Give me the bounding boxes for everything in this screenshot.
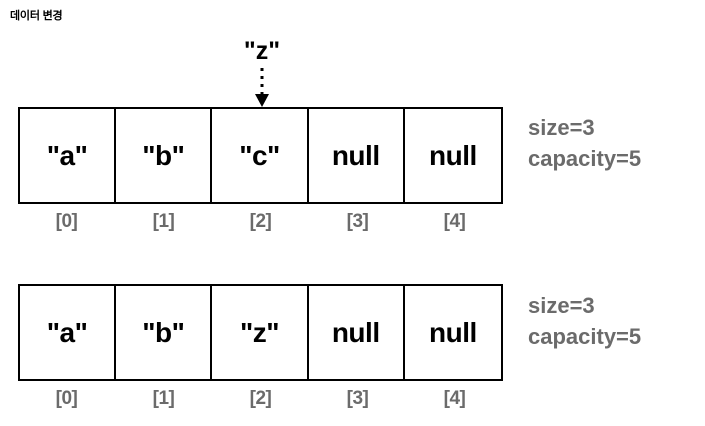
insert-value-marker: "z"	[222, 38, 302, 108]
array-index-label: [2]	[249, 211, 272, 232]
dotted-down-arrow-icon	[255, 68, 269, 107]
array-cell: "b"	[116, 286, 213, 379]
array-index-label: [1]	[152, 388, 175, 409]
size-annotation: size=3	[528, 293, 595, 318]
insert-value-label: "z"	[243, 37, 281, 65]
size-annotation: size=3	[528, 115, 595, 140]
array-cell: null	[429, 316, 477, 348]
array-index-label: [4]	[443, 388, 466, 409]
array-row-after: "a" "b" "z" null null	[18, 284, 503, 381]
capacity-annotation: capacity=5	[528, 146, 642, 171]
array-index-label: [3]	[346, 211, 369, 232]
array-cell: "a"	[20, 109, 117, 202]
array-cell: null	[309, 109, 405, 202]
array-index-label: [3]	[346, 388, 369, 409]
array-cell: "a"	[20, 286, 117, 379]
array-index-row-after: [0] [1] [2] [3] [4]	[18, 388, 503, 410]
array-row-before: "a" "b" "c" null null	[18, 107, 503, 204]
capacity-annotation: capacity=5	[528, 324, 642, 349]
array-annotation-after: size=3 capacity=5	[528, 290, 641, 352]
array-figure-after: "a" "b" "z" null null [0] [1] [2] [3] [4…	[18, 284, 503, 410]
array-cell: "b"	[116, 109, 213, 202]
array-index-label: [1]	[152, 211, 175, 232]
array-cell: null	[429, 139, 477, 171]
array-index-label: [0]	[55, 211, 78, 232]
array-cell: "c"	[212, 109, 309, 202]
array-index-label: [4]	[443, 211, 466, 232]
array-figure-before: "a" "b" "c" null null [0] [1] [2] [3] [4…	[18, 107, 503, 233]
array-cell: null	[309, 286, 405, 379]
array-cell: "z"	[212, 286, 309, 379]
array-index-row-before: [0] [1] [2] [3] [4]	[18, 211, 503, 233]
array-annotation-before: size=3 capacity=5	[528, 112, 641, 174]
diagram-caption: 데이터 변경	[10, 10, 63, 22]
array-index-label: [2]	[249, 388, 272, 409]
array-index-label: [0]	[55, 388, 78, 409]
